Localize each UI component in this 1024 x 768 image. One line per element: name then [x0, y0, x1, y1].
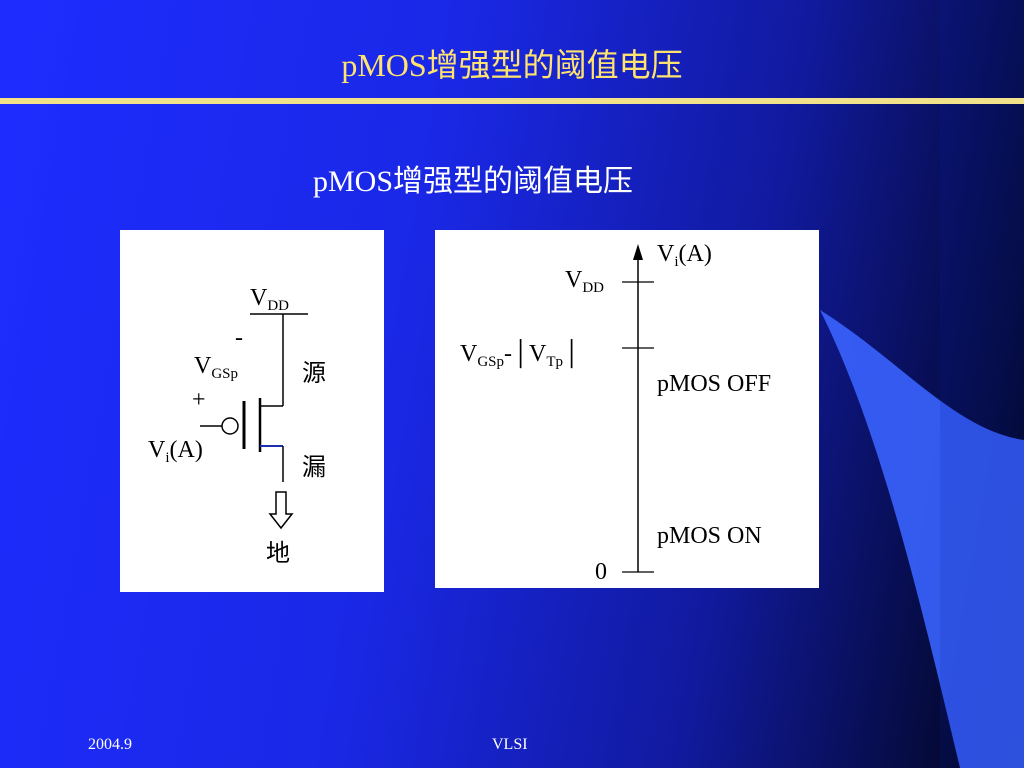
source-label: 源	[302, 361, 326, 387]
threshold-label: VGSp-│VTp│	[460, 341, 581, 370]
footer-course: VLSI	[492, 736, 528, 753]
pmos-on-label: pMOS ON	[657, 523, 762, 549]
title-divider	[0, 98, 1024, 104]
axis-vi-label: Vi(A)	[657, 241, 712, 270]
voltage-axis-panel: Vi(A) VDD VGSp-│VTp│ pMOS OFF pMOS ON 0	[435, 230, 819, 588]
ground-label: 地	[266, 541, 290, 567]
pmos-circuit-drawing	[200, 313, 308, 530]
pmos-off-label: pMOS OFF	[657, 371, 772, 397]
circuit-vdd-label: VDD	[250, 285, 290, 314]
axis-vdd-label: VDD	[565, 267, 605, 296]
diagram-heading: pMOS增强型的阈值电压	[312, 165, 634, 198]
circuit-plus-label: +	[192, 387, 206, 413]
circuit-vi-label: Vi(A)	[148, 437, 203, 466]
drain-label: 漏	[302, 455, 326, 481]
voltage-axis-drawing	[622, 244, 654, 573]
circuit-vgsp-label: VGSp	[194, 353, 239, 382]
circuit-minus-label: -	[235, 325, 243, 351]
footer-date: 2004.9	[88, 736, 132, 753]
slide-title: pMOS增强型的阈值电压	[341, 47, 683, 83]
axis-zero-label: 0	[595, 559, 607, 585]
circuit-panel: VDD - VGSp + Vi(A) 源 漏 地	[120, 230, 384, 592]
